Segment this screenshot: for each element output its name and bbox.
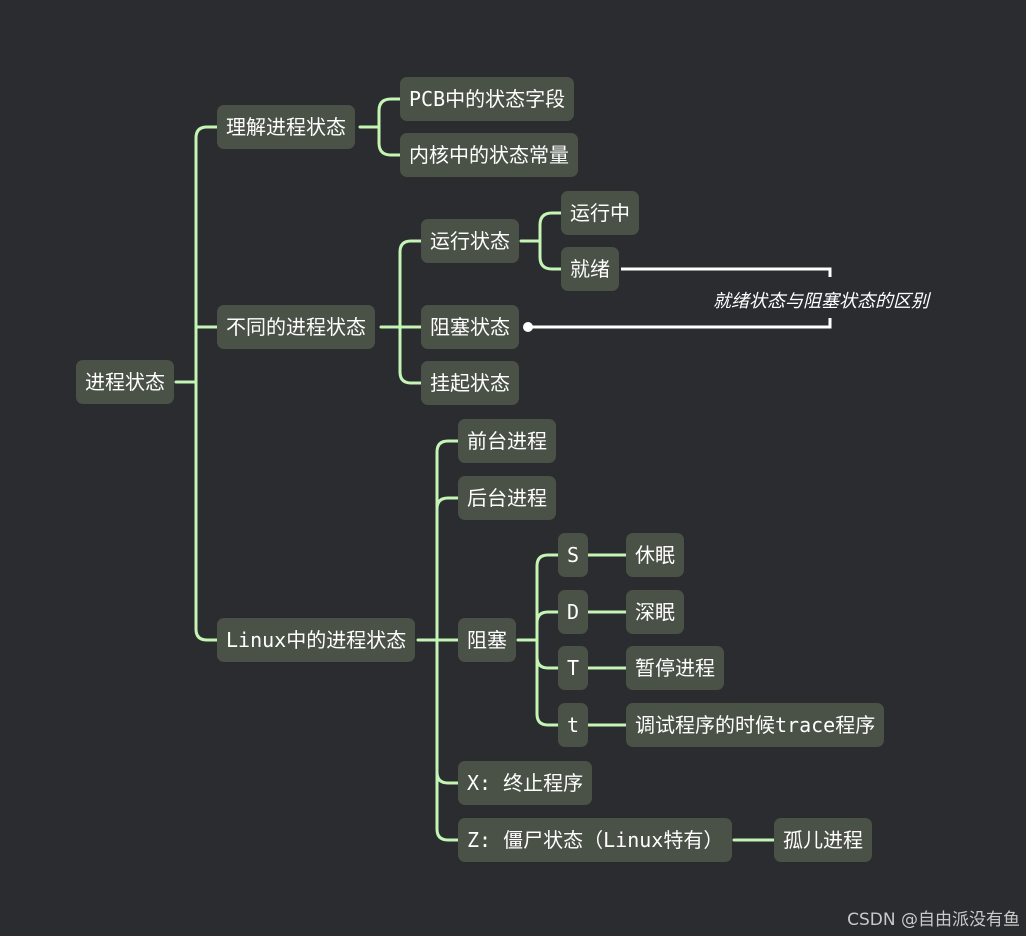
node-state-s[interactable]: S — [558, 533, 589, 577]
node-ready[interactable]: 就绪 — [561, 247, 619, 291]
connector-linux-trunk-down — [435, 638, 460, 842]
node-x-terminated[interactable]: X: 终止程序 — [458, 761, 593, 805]
node-stopped-process[interactable]: 暂停进程 — [626, 646, 724, 690]
node-blocked[interactable]: 阻塞 — [458, 618, 516, 662]
connector-running-ready — [538, 239, 563, 271]
node-running[interactable]: 运行中 — [561, 191, 639, 235]
connector-blocked-d — [535, 610, 560, 625]
node-different-states[interactable]: 不同的进程状态 — [217, 305, 375, 349]
connector-linux-x — [435, 770, 460, 785]
connector-blocked-trunk-down — [535, 655, 560, 727]
node-linux-states[interactable]: Linux中的进程状态 — [217, 618, 416, 662]
node-pcb-fields[interactable]: PCB中的状态字段 — [400, 77, 575, 121]
node-foreground-process[interactable]: 前台进程 — [458, 419, 556, 463]
node-running-state[interactable]: 运行状态 — [421, 219, 519, 263]
connector-linux-background — [435, 496, 460, 511]
connector-blocked-t — [535, 638, 560, 670]
connector-understand-pcb — [377, 97, 402, 129]
node-state-t-upper[interactable]: T — [558, 646, 589, 690]
node-suspended-state[interactable]: 挂起状态 — [421, 361, 519, 405]
annotation-dot — [523, 322, 533, 332]
node-z-zombie[interactable]: Z: 僵尸状态（Linux特有） — [458, 818, 733, 862]
connector-different-running — [398, 239, 423, 329]
node-tracing-process[interactable]: 调试程序的时候trace程序 — [626, 703, 885, 747]
connector-linux-trunk — [435, 439, 460, 642]
connector-root-linux — [194, 380, 219, 642]
node-state-d[interactable]: D — [558, 590, 589, 634]
connector-different-suspended — [398, 325, 423, 385]
connector-running-run — [538, 211, 563, 243]
node-deep-sleep[interactable]: 深眠 — [626, 590, 684, 634]
node-sleep[interactable]: 休眠 — [626, 533, 684, 577]
connector-blocked-trunk — [535, 553, 560, 642]
node-background-process[interactable]: 后台进程 — [458, 476, 556, 520]
node-root[interactable]: 进程状态 — [76, 360, 174, 404]
node-state-t-lower[interactable]: t — [558, 703, 589, 747]
connector-understand-kernel — [377, 125, 402, 157]
node-blocked-state[interactable]: 阻塞状态 — [421, 305, 519, 349]
node-understand-states[interactable]: 理解进程状态 — [217, 105, 355, 149]
connector-root-trunk — [194, 125, 219, 384]
annotation-bracket — [528, 267, 832, 329]
watermark: CSDN @自由派没有鱼 — [847, 910, 1020, 930]
annotation-ready-vs-blocked: 就绪状态与阻塞状态的区别 — [713, 291, 929, 312]
node-orphan-process[interactable]: 孤儿进程 — [774, 818, 872, 862]
node-kernel-constants[interactable]: 内核中的状态常量 — [400, 133, 578, 177]
